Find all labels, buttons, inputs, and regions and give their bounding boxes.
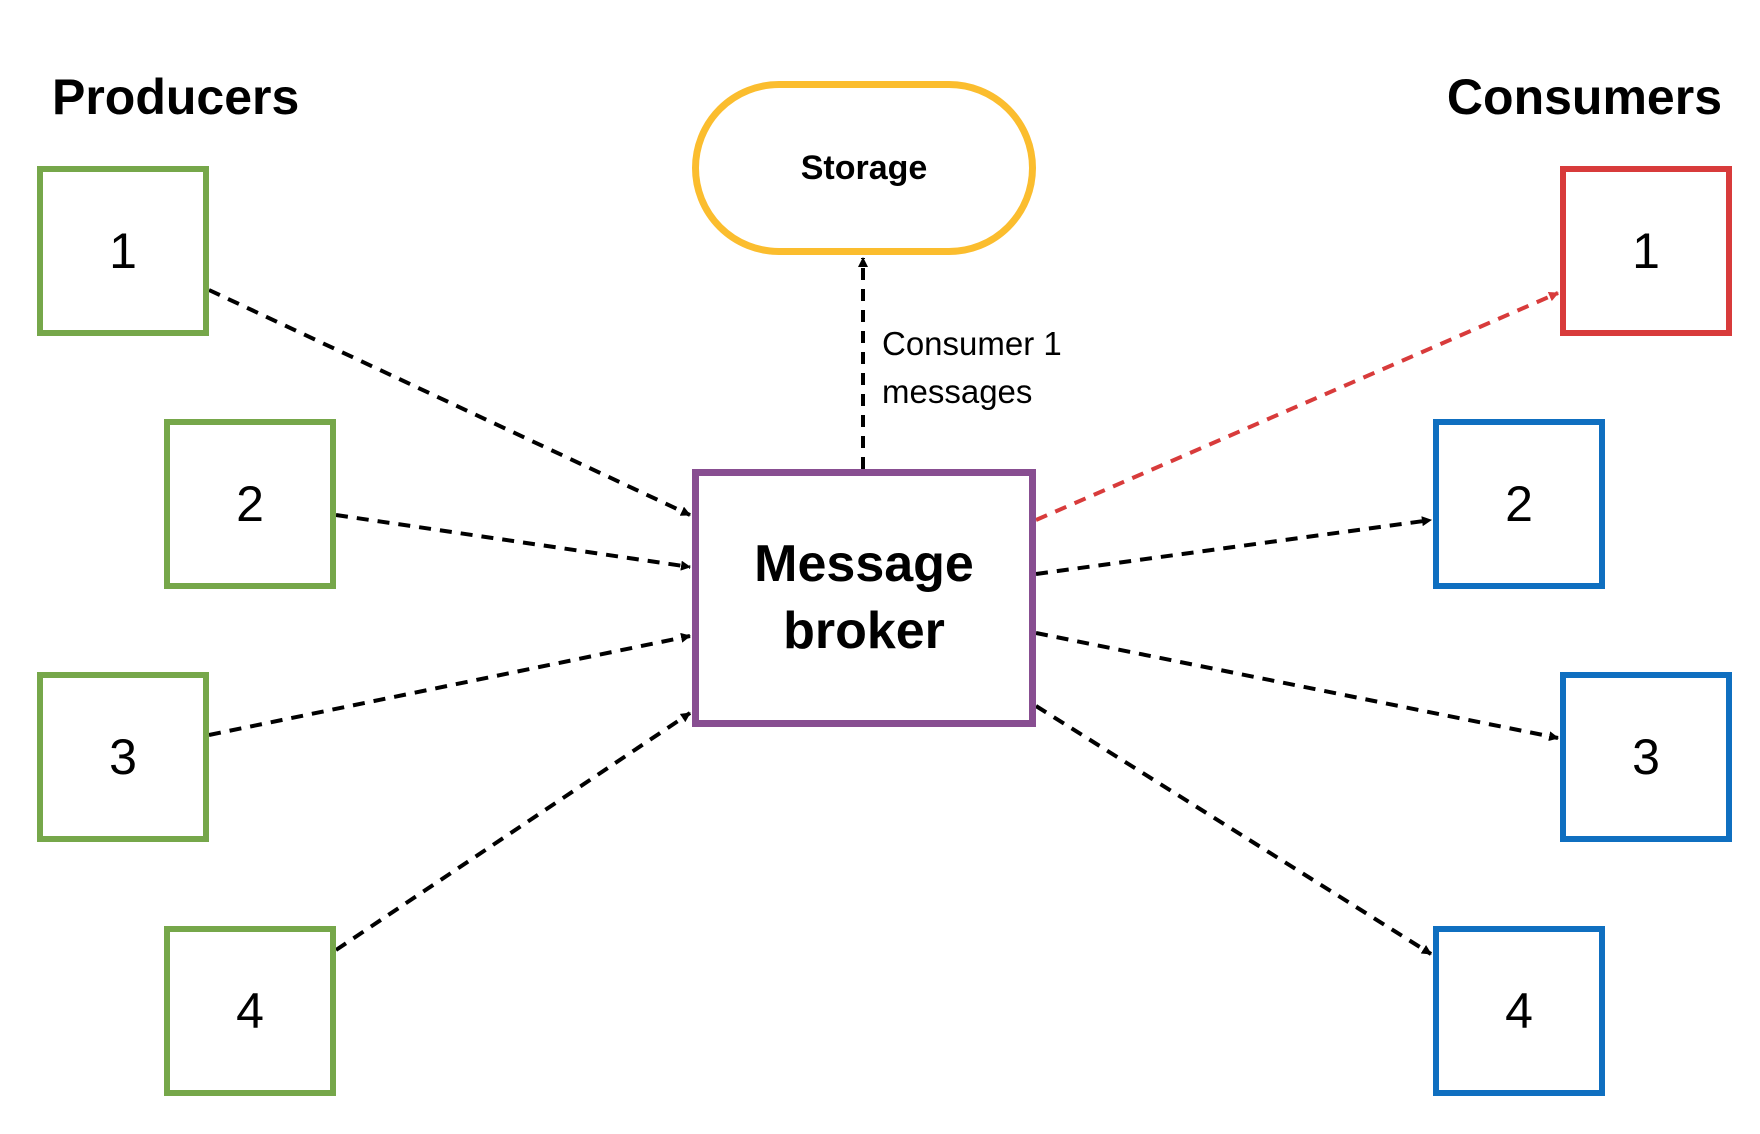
- producer-box-1: 1: [37, 166, 209, 336]
- message-broker-label: Message broker: [754, 535, 974, 660]
- consumer-box-4: 4: [1433, 926, 1605, 1096]
- arrow-broker-to-consumer-2: [1035, 516, 1432, 576]
- consumers-heading: Consumers: [1446, 69, 1722, 125]
- producer-label: 1: [109, 223, 137, 279]
- consumer-box-2: 2: [1433, 419, 1605, 589]
- arrow-producer-3-to-broker: [208, 632, 691, 737]
- arrow-producer-1-to-broker: [208, 288, 691, 517]
- arrow-producer-4-to-broker: [334, 711, 692, 952]
- producer-label: 4: [236, 983, 264, 1039]
- consumer-label: 4: [1505, 983, 1533, 1039]
- arrow-producer-2-to-broker: [335, 513, 691, 571]
- consumer-box-3: 3: [1560, 672, 1732, 842]
- consumer-box-1: 1: [1560, 166, 1732, 336]
- arrow-broker-to-consumer-4: [1034, 704, 1433, 956]
- producer-box-3: 3: [37, 672, 209, 842]
- storage-node: Storage: [692, 81, 1036, 255]
- producer-label: 3: [109, 729, 137, 785]
- arrow-broker-to-consumer-3: [1035, 631, 1559, 742]
- consumer-label: 1: [1632, 223, 1660, 279]
- consumer-label: 3: [1632, 729, 1660, 785]
- storage-label: Storage: [800, 148, 928, 187]
- producer-label: 2: [236, 476, 264, 532]
- storage-arrow-label: Consumer 1 messages: [882, 325, 1062, 410]
- arrow-broker-to-consumer-1: [1035, 291, 1559, 522]
- message-broker-box: Message broker: [692, 469, 1036, 727]
- producer-box-4: 4: [164, 926, 336, 1096]
- consumer-label: 2: [1505, 476, 1533, 532]
- producers-heading: Producers: [52, 69, 300, 125]
- producer-box-2: 2: [164, 419, 336, 589]
